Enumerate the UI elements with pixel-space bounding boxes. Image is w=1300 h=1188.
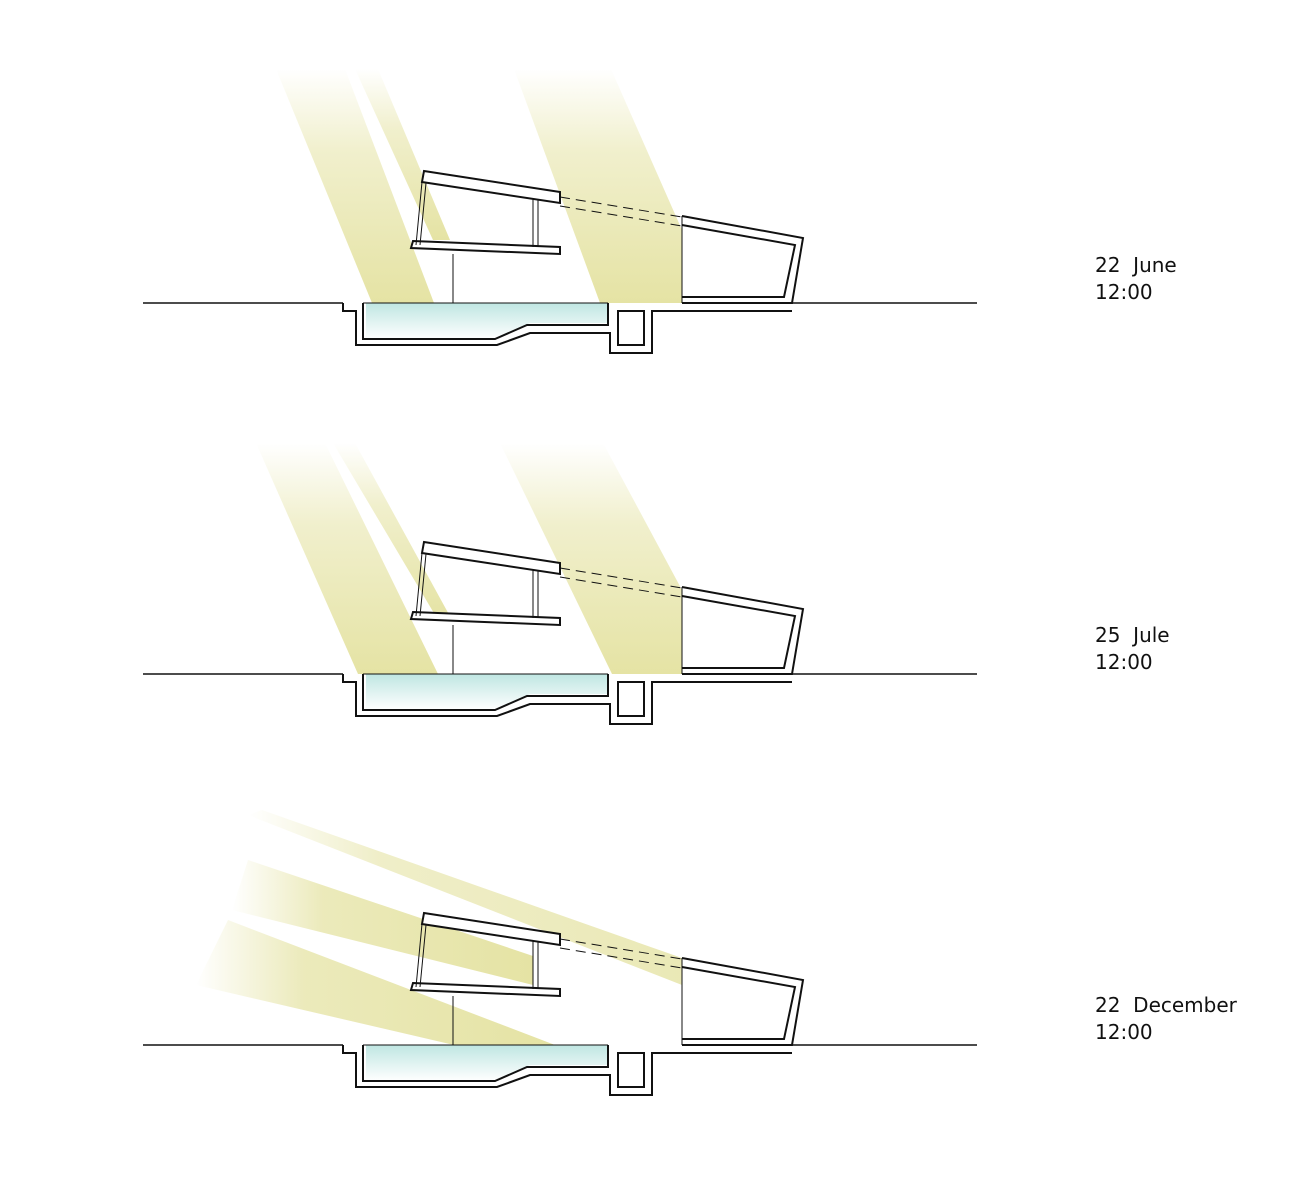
caption-22-june: 22 June 12:00 — [1095, 252, 1177, 306]
sunlight-beams — [196, 810, 682, 1045]
caption-date: 22 June — [1095, 253, 1177, 277]
caption-25-jule: 25 Jule 12:00 — [1095, 622, 1170, 676]
sunlight-beams — [256, 443, 682, 674]
section-22-december — [142, 810, 978, 1096]
caption-date: 25 Jule — [1095, 623, 1170, 647]
building-section — [142, 170, 978, 354]
caption-time: 12:00 — [1095, 1020, 1153, 1044]
section-22-june — [142, 69, 978, 354]
building-section — [142, 541, 978, 725]
section-25-jule — [142, 443, 978, 725]
caption-time: 12:00 — [1095, 280, 1153, 304]
sunlight-beams — [276, 69, 682, 303]
caption-22-december: 22 December 12:00 — [1095, 992, 1237, 1046]
caption-date: 22 December — [1095, 993, 1237, 1017]
caption-time: 12:00 — [1095, 650, 1153, 674]
